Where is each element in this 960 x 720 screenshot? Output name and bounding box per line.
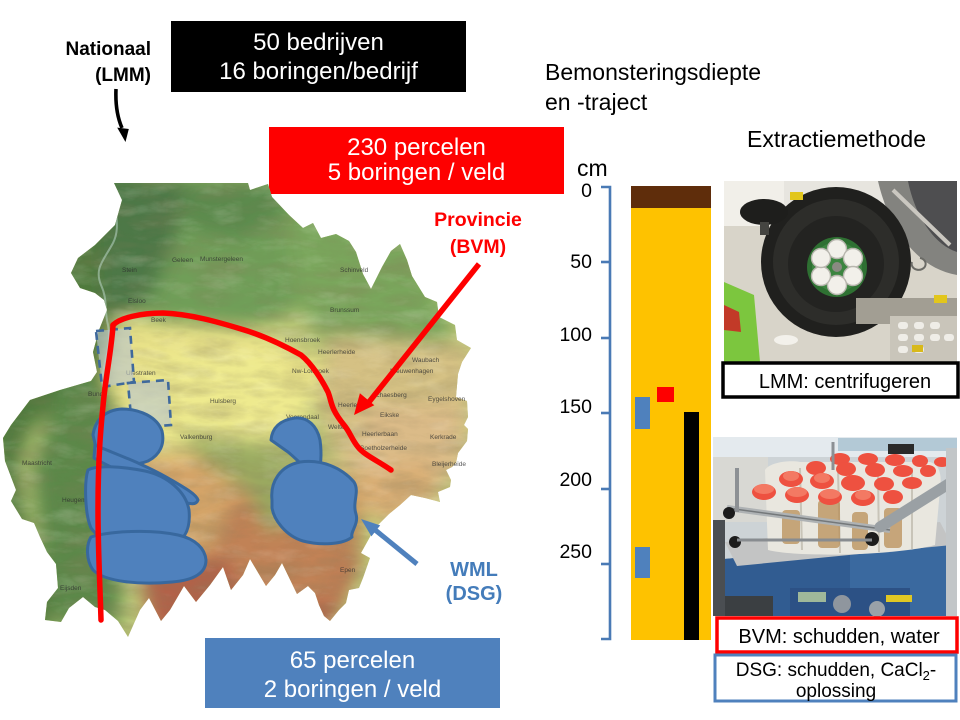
svg-text:Kerkrade: Kerkrade bbox=[430, 434, 457, 441]
svg-text:Heerlerbaan: Heerlerbaan bbox=[362, 431, 398, 438]
svg-text:Epen: Epen bbox=[340, 567, 356, 574]
svg-text:Eygelshoven: Eygelshoven bbox=[428, 396, 466, 403]
svg-text:Hoensbroek: Hoensbroek bbox=[285, 337, 321, 344]
svg-text:Welten: Welten bbox=[328, 424, 348, 431]
svg-text:200: 200 bbox=[559, 469, 592, 491]
svg-text:Heerlerheide: Heerlerheide bbox=[318, 349, 356, 356]
svg-text:Eikske: Eikske bbox=[380, 412, 400, 419]
svg-text:Nw-Lotbroek: Nw-Lotbroek bbox=[292, 368, 330, 375]
svg-text:Nieuwenhagen: Nieuwenhagen bbox=[390, 368, 434, 375]
svg-text:Bunde: Bunde bbox=[88, 391, 107, 398]
svg-text:Geleen: Geleen bbox=[172, 257, 193, 264]
svg-text:Maastricht: Maastricht bbox=[22, 460, 52, 467]
svg-text:Brunssum: Brunssum bbox=[330, 307, 359, 314]
svg-text:LMM: centrifugeren: LMM: centrifugeren bbox=[759, 371, 931, 393]
svg-text:150: 150 bbox=[559, 396, 592, 418]
svg-text:DSG: schudden, CaCl2-: DSG: schudden, CaCl2- bbox=[736, 660, 936, 683]
svg-text:Munstergeleen: Munstergeleen bbox=[200, 256, 243, 263]
svg-text:Heerlen: Heerlen bbox=[338, 402, 361, 409]
svg-text:Valkenburg: Valkenburg bbox=[180, 434, 213, 441]
svg-text:BVM: schudden, water: BVM: schudden, water bbox=[738, 626, 940, 648]
svg-text:Beek: Beek bbox=[151, 317, 167, 324]
svg-text:Stein: Stein bbox=[122, 267, 137, 274]
svg-text:50: 50 bbox=[570, 251, 592, 273]
svg-text:0: 0 bbox=[581, 180, 592, 202]
svg-text:100: 100 bbox=[559, 324, 592, 346]
svg-text:Schaesberg: Schaesberg bbox=[372, 392, 407, 399]
svg-text:Waubach: Waubach bbox=[412, 357, 440, 364]
svg-text:oplossing: oplossing bbox=[796, 681, 876, 702]
svg-text:250: 250 bbox=[559, 541, 592, 563]
svg-text:Hulsberg: Hulsberg bbox=[210, 398, 236, 405]
svg-text:Soetholzerheide: Soetholzerheide bbox=[360, 445, 407, 452]
svg-text:Eijsden: Eijsden bbox=[60, 585, 82, 592]
svg-text:Elsloo: Elsloo bbox=[128, 298, 146, 305]
svg-text:Schinveld: Schinveld bbox=[340, 267, 369, 274]
svg-text:Heugem: Heugem bbox=[62, 497, 87, 504]
svg-text:Bleijerheide: Bleijerheide bbox=[432, 461, 466, 468]
svg-text:Ulestraten: Ulestraten bbox=[126, 370, 156, 377]
